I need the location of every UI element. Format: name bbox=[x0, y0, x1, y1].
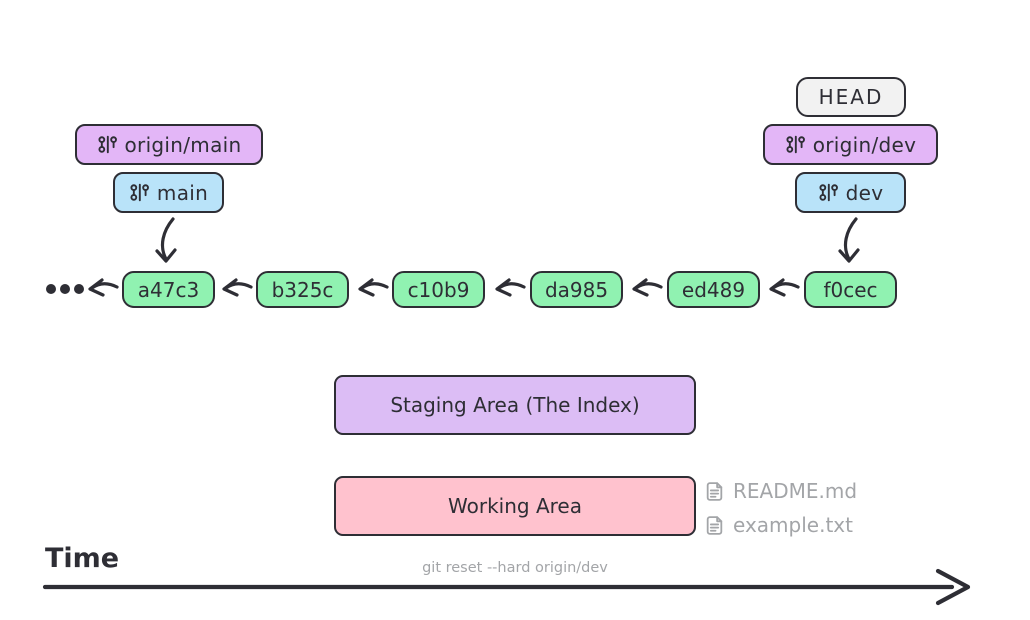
commit-node: a47c3 bbox=[122, 271, 215, 308]
dev-pointer-arrow bbox=[838, 217, 860, 263]
commit-node: da985 bbox=[530, 271, 623, 308]
staging-area-box: Staging Area (The Index) bbox=[334, 375, 696, 435]
badge-origin-dev-label: origin/dev bbox=[812, 132, 917, 157]
badge-dev-label: dev bbox=[845, 180, 884, 205]
commit-hash: b325c bbox=[271, 277, 334, 302]
git-branch-icon bbox=[97, 135, 117, 154]
git-branch-icon bbox=[130, 183, 149, 202]
file-text-icon bbox=[706, 481, 723, 501]
file-name: README.md bbox=[733, 479, 858, 503]
badge-origin-main-label: origin/main bbox=[124, 132, 242, 157]
commit-node: f0cec bbox=[804, 271, 897, 308]
time-axis-label: Time bbox=[45, 543, 120, 574]
commit-hash: a47c3 bbox=[137, 277, 200, 302]
badge-main-label: main bbox=[156, 180, 209, 205]
file-text-icon bbox=[706, 515, 723, 535]
badge-dev: dev bbox=[795, 172, 906, 213]
working-area-box: Working Area bbox=[334, 476, 696, 536]
commit-node: c10b9 bbox=[392, 271, 485, 308]
file-name: example.txt bbox=[733, 513, 853, 537]
badge-head: HEAD bbox=[796, 77, 906, 117]
commit-node: ed489 bbox=[667, 271, 760, 308]
file-item: README.md bbox=[704, 478, 857, 504]
staging-area-label: Staging Area (The Index) bbox=[390, 393, 640, 417]
badge-main: main bbox=[113, 172, 224, 213]
commit-hash: ed489 bbox=[681, 277, 746, 302]
history-ellipsis bbox=[46, 284, 84, 294]
commit-hash: f0cec bbox=[823, 277, 878, 302]
git-command-caption: git reset --hard origin/dev bbox=[422, 560, 608, 576]
badge-origin-main: origin/main bbox=[75, 124, 263, 165]
commit-node: b325c bbox=[256, 271, 349, 308]
commit-hash: da985 bbox=[544, 277, 609, 302]
git-branch-icon bbox=[786, 135, 805, 154]
working-area-label: Working Area bbox=[448, 494, 582, 518]
git-branch-icon bbox=[819, 183, 838, 202]
commit-hash: c10b9 bbox=[407, 277, 470, 302]
file-item: example.txt bbox=[704, 512, 853, 538]
main-pointer-arrow bbox=[155, 217, 177, 263]
badge-head-label: HEAD bbox=[818, 85, 884, 109]
badge-origin-dev: origin/dev bbox=[763, 124, 938, 165]
